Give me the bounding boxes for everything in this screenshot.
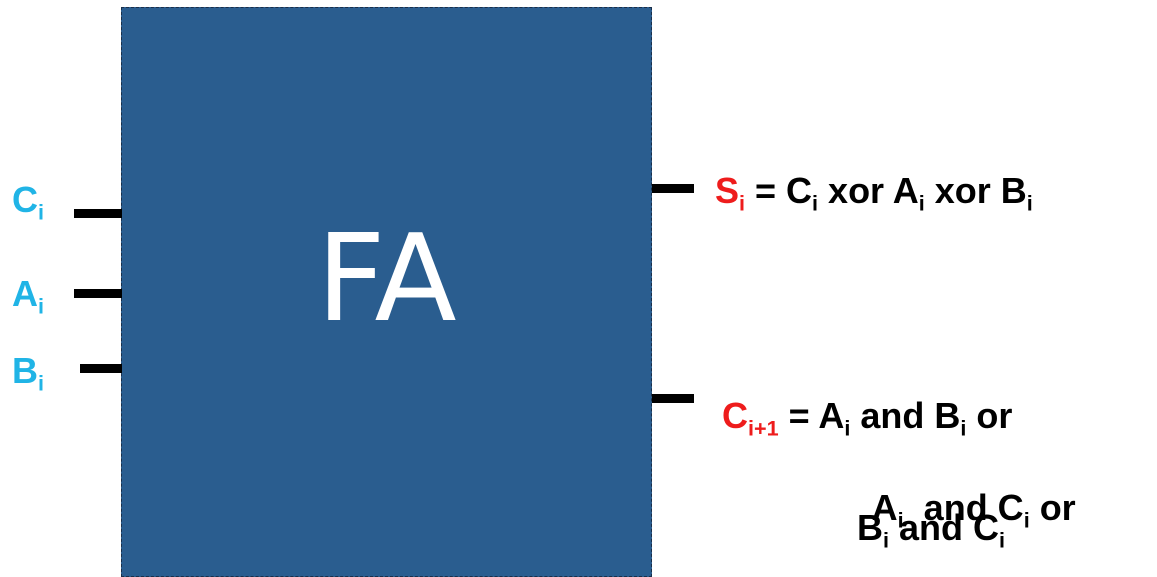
carry-line3-0: B — [857, 507, 883, 548]
output-wire-carry-out — [652, 394, 694, 403]
input-label-carry-in: Ci — [12, 182, 44, 223]
sum-equation: Si = Ci xor Ai xor Bi — [715, 173, 1033, 214]
full-adder-block: FA — [121, 7, 652, 577]
input-label-b-base: B — [12, 350, 38, 391]
carry-line3-1: and C — [889, 507, 1000, 548]
carry-line2-2: or — [1029, 487, 1076, 528]
carry-line1-0-sub: i — [844, 415, 851, 441]
carry-output-sub: i+1 — [748, 415, 779, 441]
carry-line2-0-sub: i — [897, 507, 904, 533]
sum-rhs-2: xor B — [924, 170, 1027, 211]
carry-line2-0: A — [871, 487, 898, 528]
input-label-b: Bi — [12, 353, 44, 394]
input-wire-carry-in — [74, 209, 122, 218]
carry-line1-1-sub: i — [960, 415, 967, 441]
sum-output-name: Si — [715, 170, 745, 214]
carry-line1-0: = A — [778, 395, 845, 436]
carry-equation-line-1: Ci+1 = Ai and Bi or — [722, 398, 1012, 439]
input-wire-a — [74, 289, 122, 298]
sum-output-base: S — [715, 170, 740, 211]
full-adder-label: FA — [316, 210, 457, 349]
carry-line2-1-sub: i — [1023, 507, 1030, 533]
input-wire-b — [80, 364, 122, 373]
carry-line2-1: and C — [903, 487, 1024, 528]
carry-line3-1-sub: i — [999, 527, 1006, 553]
input-label-a-sub: i — [38, 293, 44, 319]
input-label-carry-in-sub: i — [38, 199, 44, 225]
input-label-b-sub: i — [38, 370, 44, 396]
input-label-carry-in-base: C — [12, 179, 38, 220]
sum-rhs-2-sub: i — [1026, 190, 1033, 216]
sum-rhs-0-sub: i — [812, 190, 819, 216]
carry-line1-2: or — [966, 395, 1013, 436]
carry-equation-line-3: Bi and Ci — [857, 510, 1005, 551]
input-label-a: Ai — [12, 276, 44, 317]
carry-equation-line-2: Ai and Ci or — [853, 454, 1076, 531]
carry-output-name: Ci+1 — [722, 395, 779, 439]
input-label-a-base: A — [12, 273, 38, 314]
carry-line3-0-sub: i — [883, 527, 889, 553]
carry-line1-1: and B — [850, 395, 961, 436]
sum-rhs-1: xor A — [818, 170, 919, 211]
output-wire-sum — [652, 184, 694, 193]
sum-output-sub: i — [739, 190, 746, 216]
sum-rhs-1-sub: i — [918, 190, 925, 216]
carry-output-base: C — [722, 395, 748, 436]
sum-rhs-0: = C — [745, 170, 813, 211]
